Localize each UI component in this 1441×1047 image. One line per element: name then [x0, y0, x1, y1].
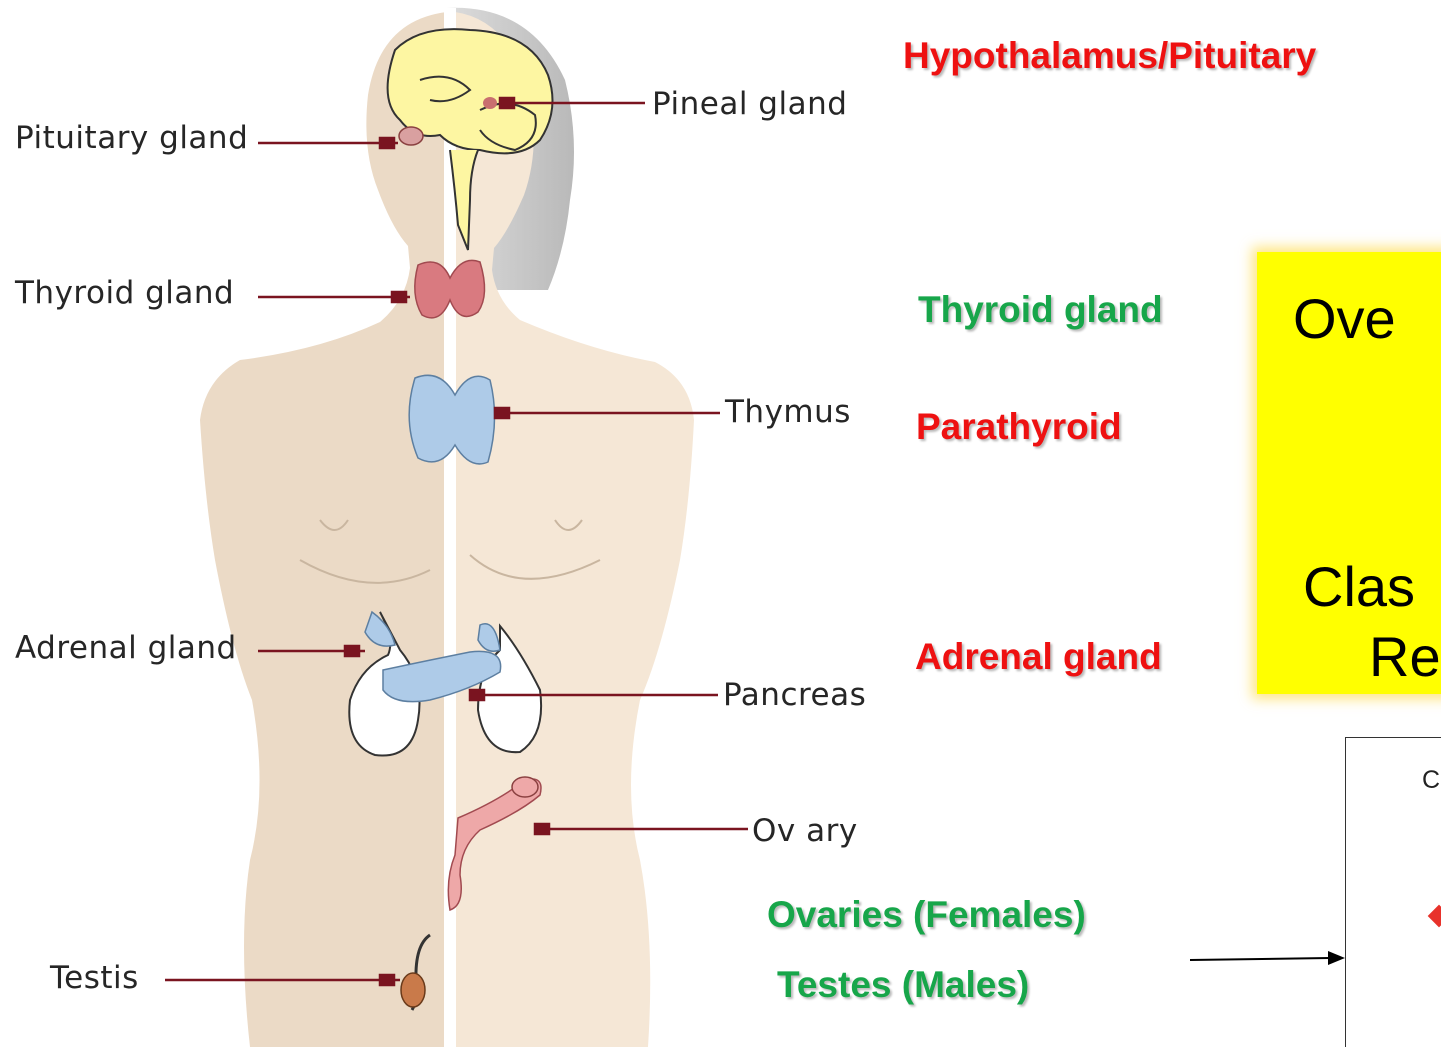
overview-box: Ove Clas Re	[1257, 252, 1441, 694]
arrow-to-box	[1190, 945, 1350, 975]
pituitary-gland-label: Pituitary gland	[15, 120, 248, 156]
pineal-leader-tip	[500, 98, 514, 108]
parathyroid-annotation: Parathyroid	[916, 406, 1122, 448]
arrow-head	[1328, 951, 1345, 965]
reference-box: C	[1345, 737, 1441, 1047]
pineal-gland-label: Pineal gland	[652, 86, 847, 122]
body-illustration	[0, 0, 900, 1047]
testis-organ	[401, 973, 425, 1007]
testis-leader-tip	[380, 975, 394, 985]
left-body	[200, 12, 447, 1047]
adrenal-gland-label: Adrenal gland	[15, 630, 237, 666]
endocrine-diagram: Pituitary gland Thyroid gland Adrenal gl…	[0, 0, 900, 1047]
thymus-label: Thymus	[725, 394, 851, 430]
overview-box-line3: Re	[1369, 624, 1441, 689]
hypothalamus-pituitary-annotation: Hypothalamus/Pituitary	[903, 35, 1316, 77]
thyroid-gland-label: Thyroid gland	[15, 275, 234, 311]
ovaries-annotation: Ovaries (Females)	[767, 894, 1086, 936]
pituitary-organ	[399, 127, 423, 145]
overview-box-line1: Ove	[1293, 286, 1396, 351]
thyroid-gland-annotation: Thyroid gland	[918, 289, 1163, 331]
adrenal-gland-annotation: Adrenal gland	[915, 636, 1162, 678]
pituitary-leader-tip	[380, 138, 394, 148]
thymus-leader-tip	[495, 408, 509, 418]
pancreas-leader-tip	[470, 690, 484, 700]
arrow-line	[1190, 958, 1330, 960]
ovary-label: Ov ary	[752, 813, 858, 849]
ovary-leader-tip	[535, 824, 549, 834]
thyroid-leader-tip	[392, 292, 406, 302]
testes-annotation: Testes (Males)	[777, 964, 1029, 1006]
overview-box-line2: Clas	[1303, 554, 1415, 619]
reference-box-letter: C	[1422, 766, 1440, 795]
pancreas-label: Pancreas	[723, 677, 866, 713]
ovary-bulb	[512, 777, 538, 797]
pineal-organ	[483, 97, 497, 109]
adrenal-leader-tip	[345, 646, 359, 656]
right-body	[455, 12, 694, 1047]
testis-label: Testis	[50, 960, 139, 996]
red-marker	[1428, 905, 1441, 928]
